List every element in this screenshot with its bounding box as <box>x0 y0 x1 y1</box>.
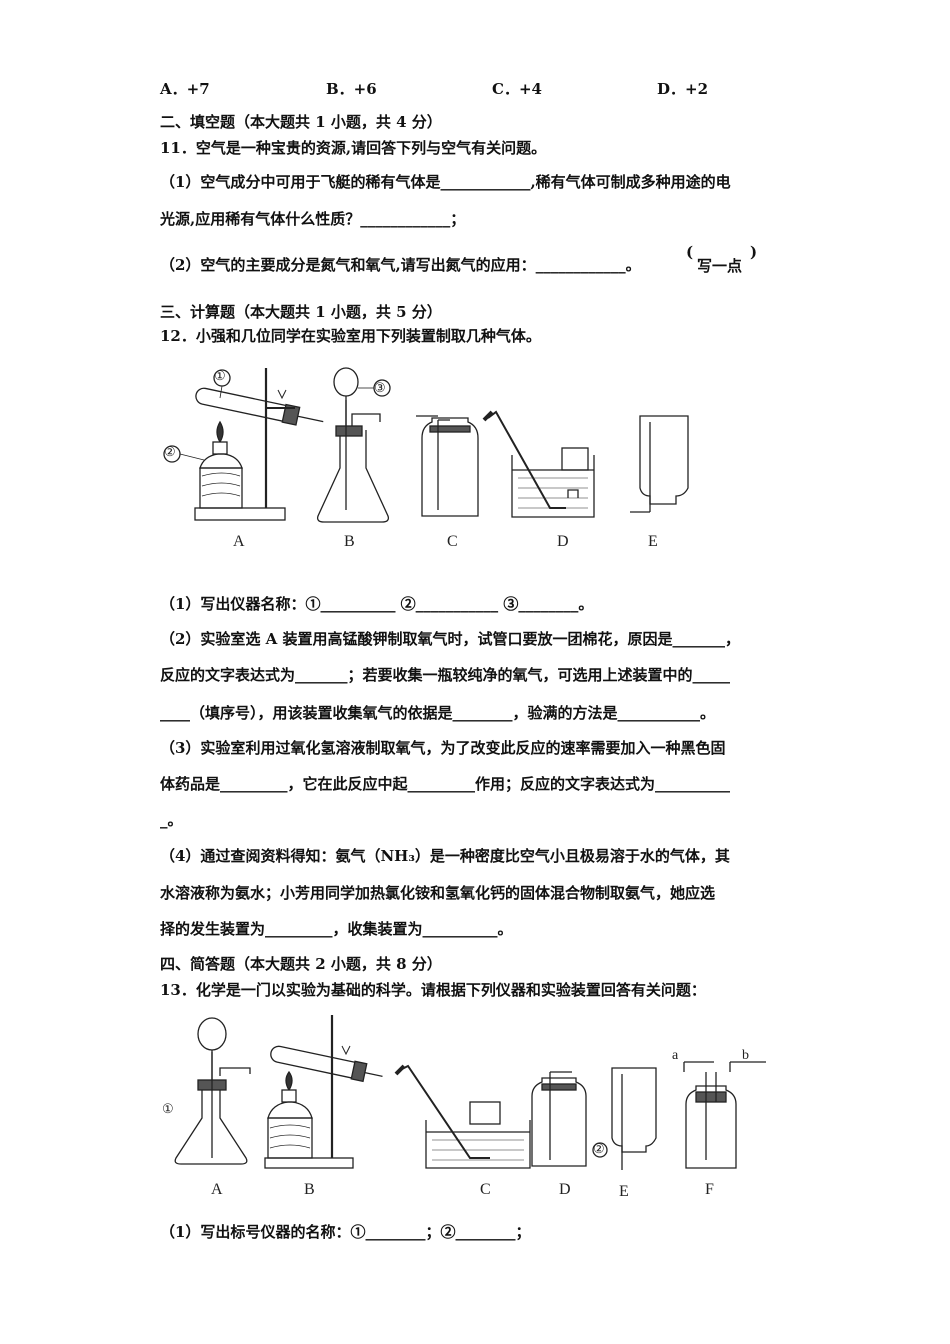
fig2-marker-2: ② <box>593 1141 605 1156</box>
question-13-part1: （1）写出标号仪器的名称：①________；②________； <box>160 1223 531 1241</box>
fig2-label-e: E <box>619 1183 629 1200</box>
section2-heading: 二、填空题（本大题共 1 小题，共 4 分） <box>160 113 442 131</box>
question-13: 13．化学是一门以实验为基础的科学。请根据下列仪器和实验装置回答有关问题： <box>160 981 706 999</box>
fig1-marker-1: ① <box>214 368 226 383</box>
question-12-part4-line2: 水溶液称为氨水；小芳用同学加热氯化铵和氢氧化钙的固体混合物制取氨气，她应选 <box>160 884 716 902</box>
fig2-label-d: D <box>559 1181 571 1198</box>
question-12-part2-line1: （2）实验室选 A 装置用高锰酸钾制取氧气时，试管口要放一团棉花，原因是____… <box>160 630 741 648</box>
port-label-b: b <box>742 1048 749 1063</box>
fig1-label-d: D <box>557 533 569 550</box>
fig1-label-e: E <box>648 533 658 550</box>
question-12: 12．小强和几位同学在实验室用下列装置制取几种气体。 <box>160 327 541 345</box>
question-12-part4-line3: 择的发生装置为_________，收集装置为__________。 <box>160 920 513 938</box>
section4-heading: 四、简答题（本大题共 2 小题，共 8 分） <box>160 955 442 973</box>
question-12-part3-line3: _。 <box>160 811 183 829</box>
paren-open: ( <box>686 243 694 261</box>
paren-close: ) <box>750 243 758 261</box>
question-12-part3-line2: 体药品是_________，它在此反应中起_________作用；反应的文字表达… <box>160 775 731 793</box>
port-label-a: a <box>672 1048 679 1063</box>
fig1-label-b: B <box>344 533 355 550</box>
section3-heading: 三、计算题（本大题共 1 小题，共 5 分） <box>160 303 442 321</box>
option-b: B．+6 <box>326 80 377 98</box>
fig2-label-a: A <box>211 1181 223 1198</box>
fig1-marker-3: ③ <box>374 380 386 395</box>
fig2-label-b: B <box>304 1181 315 1198</box>
question-12-part4-line1: （4）通过查阅资料得知：氨气（NH₃）是一种密度比空气小且极易溶于水的气体，其 <box>160 847 730 865</box>
fig1-marker-2: ② <box>164 444 176 459</box>
fig1-label-c: C <box>447 533 458 550</box>
question-12-part1: （1）写出仪器名称：①__________ ②___________ ③____… <box>160 595 594 613</box>
option-d: D．+2 <box>657 80 709 98</box>
apparatus-figure-2 <box>174 1015 766 1170</box>
fig2-label-f: F <box>705 1181 714 1198</box>
question-11-part1-line1: （1）空气成分中可用于飞艇的稀有气体是____________,稀有气体可制成多… <box>160 173 731 191</box>
fig2-label-c: C <box>480 1181 491 1198</box>
question-12-part2-line2: 反应的文字表达式为_______；若要收集一瓶较纯净的氧气，可选用上述装置中的_… <box>160 666 731 684</box>
question-12-part3-line1: （3）实验室利用过氧化氢溶液制取氧气，为了改变此反应的速率需要加入一种黑色固 <box>160 739 726 757</box>
question-11-part1-line2: 光源,应用稀有气体什么性质？____________； <box>160 210 466 228</box>
apparatus-figure-1 <box>163 367 689 523</box>
fig1-label-a: A <box>233 533 245 550</box>
option-a: A．+7 <box>160 80 210 98</box>
question-11: 11．空气是一种宝贵的资源,请回答下列与空气有关问题。 <box>160 139 547 157</box>
option-c: C．+4 <box>492 80 542 98</box>
fig2-marker-1: ① <box>162 1101 174 1116</box>
question-11-part2: （2）空气的主要成分是氮气和氧气,请写出氮气的应用：____________。 <box>160 256 641 274</box>
question-12-part2-line3: ____（填序号），用该装置收集氧气的依据是________，验满的方法是___… <box>160 704 716 722</box>
question-11-part2-note: 写一点 <box>697 257 743 275</box>
